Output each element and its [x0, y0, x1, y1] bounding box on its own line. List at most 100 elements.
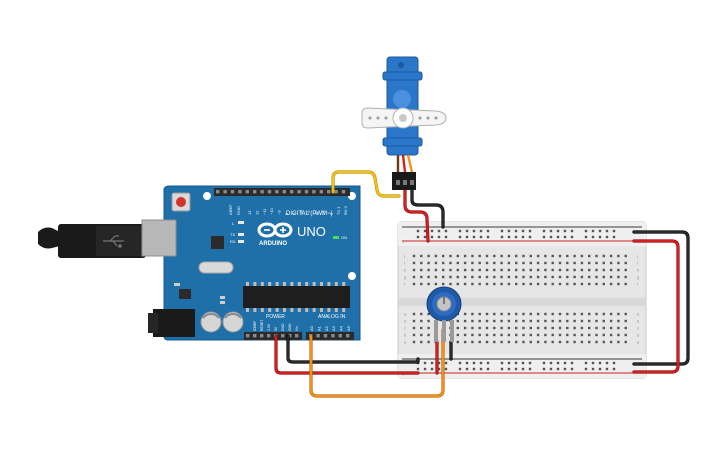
breadboard-hole [471, 326, 474, 330]
breadboard-hole [507, 268, 511, 272]
rail-hole [507, 361, 511, 365]
header-pin [230, 190, 235, 194]
breadboard-hole [536, 254, 540, 258]
breadboard-hole [500, 254, 503, 258]
breadboard-hole [595, 340, 598, 344]
breadboard-hole [602, 333, 605, 337]
breadboard-hole [529, 282, 532, 286]
rail-hole [542, 361, 546, 365]
breadboard-hole [507, 319, 511, 323]
analog-pin-label: A0 [309, 325, 314, 331]
breadboard-hole [500, 275, 503, 279]
digital-pin-label: TX 1 [336, 206, 341, 215]
wire-red-5v[interactable] [274, 334, 420, 375]
rail-hole [570, 229, 574, 233]
breadboard-hole [412, 282, 416, 286]
breadboard-hole [580, 282, 584, 286]
header-pin [281, 334, 285, 338]
breadboard-hole [471, 312, 474, 316]
header-pin [216, 190, 220, 194]
servo-motor[interactable] [361, 56, 447, 190]
breadboard-hole [624, 340, 627, 344]
gnd-label: GND [236, 206, 241, 215]
chip-pin [327, 308, 331, 312]
breadboard-hole [609, 326, 613, 330]
breadboard-hole [515, 319, 518, 323]
power-header [244, 332, 302, 340]
rail-hole [556, 229, 560, 233]
breadboard-hole [522, 268, 525, 272]
rail-hole [528, 235, 532, 239]
breadboard-hole [420, 340, 423, 344]
rail-hole [570, 361, 574, 365]
breadboard-hole [617, 319, 620, 323]
rail-hole [591, 367, 595, 371]
breadboard-hole [515, 261, 518, 265]
row-letter: b [404, 333, 407, 338]
row-letter: i [404, 261, 405, 266]
breadboard-hole [434, 261, 438, 265]
breadboard-hole [617, 282, 620, 286]
breadboard-hole [485, 282, 489, 286]
breadboard-hole [507, 261, 511, 265]
breadboard-hole [609, 282, 613, 286]
rail-hole [423, 235, 427, 239]
breadboard-hole [493, 261, 496, 265]
breadboard-hole [515, 326, 518, 330]
breadboard-hole [427, 340, 430, 344]
breadboard-hole [507, 333, 511, 337]
breadboard-hole [515, 254, 518, 258]
breadboard-hole [463, 326, 467, 330]
breadboard-hole [463, 254, 467, 258]
rail-minus-top: - [402, 229, 404, 234]
breadboard-hole [566, 340, 569, 344]
breadboard-hole [427, 268, 430, 272]
rail-hole [542, 235, 546, 239]
breadboard-hole [573, 340, 576, 344]
chip-pin [305, 282, 309, 286]
breadboard-hole [609, 254, 613, 258]
usb-port [141, 219, 177, 257]
header-pin [323, 334, 328, 338]
breadboard-hole [544, 254, 547, 258]
breadboard-hole [544, 268, 547, 272]
breadboard-hole [617, 261, 620, 265]
breadboard-hole [617, 268, 620, 272]
breadboard-hole [566, 333, 569, 337]
rail-hole [430, 229, 434, 233]
aref-label: AREF [228, 204, 233, 215]
chip-pin [246, 282, 249, 286]
header-pin [267, 190, 272, 194]
breadboard-hole [507, 326, 511, 330]
breadboard-hole [485, 261, 489, 265]
rail-hole [528, 361, 532, 365]
breadboard-hole [609, 275, 613, 279]
breadboard-hole [456, 282, 459, 286]
servo-horn [361, 107, 447, 129]
breadboard-hole [420, 261, 423, 265]
breadboard-hole [529, 340, 532, 344]
potentiometer[interactable] [426, 286, 462, 346]
breadboard-hole [544, 282, 547, 286]
breadboard-hole [515, 268, 518, 272]
rail-hole [465, 361, 469, 365]
breadboard-hole [595, 254, 598, 258]
breadboard-hole [507, 282, 511, 286]
rail-hole [514, 229, 518, 233]
breadboard-hole [529, 261, 532, 265]
breadboard-hole [609, 319, 613, 323]
breadboard-hole [573, 268, 576, 272]
analog-pin-label: A4 [339, 325, 344, 331]
breadboard-holes [412, 229, 627, 371]
breadboard-hole [573, 319, 576, 323]
rail-hole [458, 367, 462, 371]
rail-hole [605, 361, 609, 365]
breadboard-hole [602, 261, 605, 265]
breadboard-hole [507, 254, 511, 258]
rail-hole [423, 367, 427, 371]
header-pin [245, 190, 249, 194]
breadboard-hole [478, 333, 481, 337]
